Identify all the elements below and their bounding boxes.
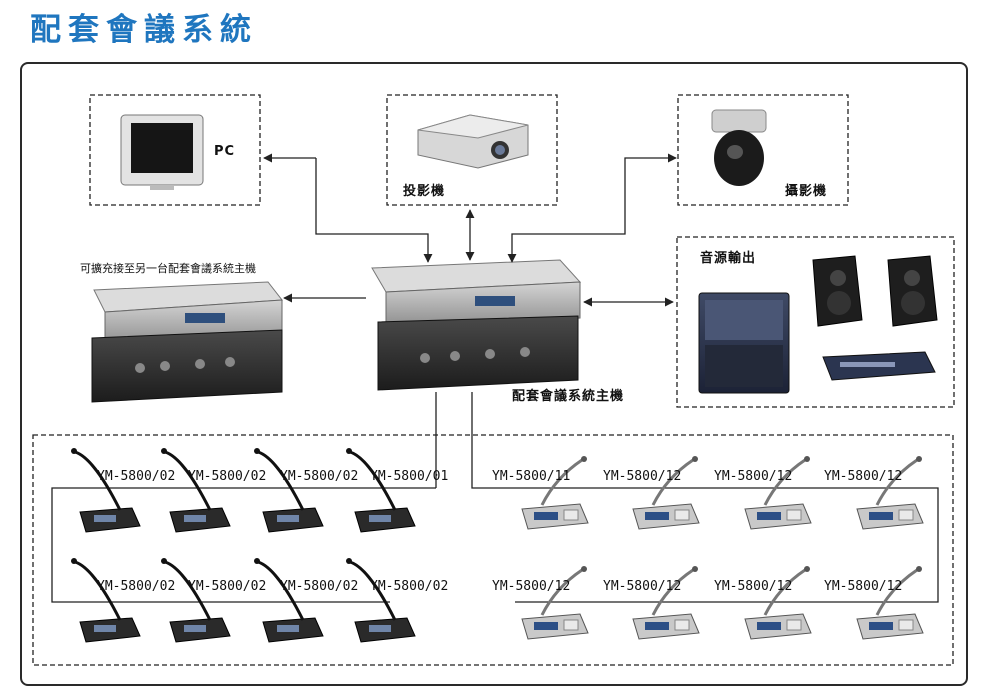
expansion-host-icon xyxy=(91,281,283,403)
pc-label: PC xyxy=(214,144,235,159)
mic-label: YM-5800/12 xyxy=(492,579,570,594)
mic-label: YM-5800/02 xyxy=(280,469,358,484)
chairman-mic-icon xyxy=(856,566,924,640)
diagram-frame xyxy=(20,62,968,686)
delegate-area xyxy=(32,434,954,666)
mic-label: YM-5800/02 xyxy=(188,579,266,594)
delegate-mic-icon xyxy=(254,448,324,533)
page-title: 配套會議系統 xyxy=(30,12,258,48)
chairman-mic-icon xyxy=(632,566,700,640)
audio-box xyxy=(676,236,955,408)
main-host-label: 配套會議系統主機 xyxy=(512,388,624,404)
pc-monitor-icon xyxy=(120,114,204,190)
microphone-layer xyxy=(71,448,924,643)
pc-input-wire xyxy=(315,158,433,263)
delegate-mic-icon xyxy=(346,448,416,533)
mic-label: YM-5800/12 xyxy=(603,579,681,594)
projector-icon xyxy=(417,114,529,169)
right-chain-wire xyxy=(515,487,939,603)
amplifier-icon xyxy=(822,351,936,381)
audio-label: 音源輸出 xyxy=(700,250,756,266)
expand-label: 可擴充接至另一台配套會議系統主機 xyxy=(80,261,256,275)
mic-label: YM-5800/12 xyxy=(824,469,902,484)
mic-label: YM-5800/12 xyxy=(824,579,902,594)
mic-label: YM-5800/11 xyxy=(492,469,570,484)
pc-box xyxy=(89,94,261,206)
camera-box xyxy=(677,94,849,206)
projector-label: 投影機 xyxy=(403,183,445,199)
delegate-mic-icon xyxy=(161,448,231,533)
mic-label: YM-5800/12 xyxy=(603,469,681,484)
mic-label: YM-5800/02 xyxy=(280,579,358,594)
mixer-icon xyxy=(698,292,790,394)
chairman-mic-icon xyxy=(856,456,924,530)
chairman-mic-icon xyxy=(744,566,812,640)
main-host-icon xyxy=(371,259,582,391)
left-chain-wire xyxy=(51,487,436,603)
delegate-mic-icon xyxy=(161,558,231,643)
speaker-right-icon xyxy=(887,255,938,327)
right-chain-feed xyxy=(471,392,515,489)
mic-label: YM-5800/02 xyxy=(97,469,175,484)
mic-label: YM-5800/02 xyxy=(188,469,266,484)
delegate-mic-icon xyxy=(346,558,416,643)
mic-label: YM-5800/12 xyxy=(714,469,792,484)
mic-label: YM-5800/01 xyxy=(370,469,448,484)
delegate-mic-icon xyxy=(71,448,141,533)
projector-box xyxy=(386,94,558,206)
dome-camera-icon xyxy=(711,109,767,186)
chairman-mic-icon xyxy=(744,456,812,530)
mic-label: YM-5800/12 xyxy=(714,579,792,594)
chairman-mic-icon xyxy=(632,456,700,530)
delegate-mic-icon xyxy=(254,558,324,643)
delegate-mic-icon xyxy=(71,558,141,643)
chairman-mic-icon xyxy=(521,566,589,640)
mic-label: YM-5800/02 xyxy=(97,579,175,594)
mic-label: YM-5800/02 xyxy=(370,579,448,594)
mic-label-group: YM-5800/02 YM-5800/02 YM-5800/02 YM-5800… xyxy=(97,469,902,594)
camera-label: 攝影機 xyxy=(785,183,827,199)
chairman-mic-icon xyxy=(521,456,589,530)
camera-wire xyxy=(507,153,677,263)
speaker-left-icon xyxy=(812,255,863,327)
